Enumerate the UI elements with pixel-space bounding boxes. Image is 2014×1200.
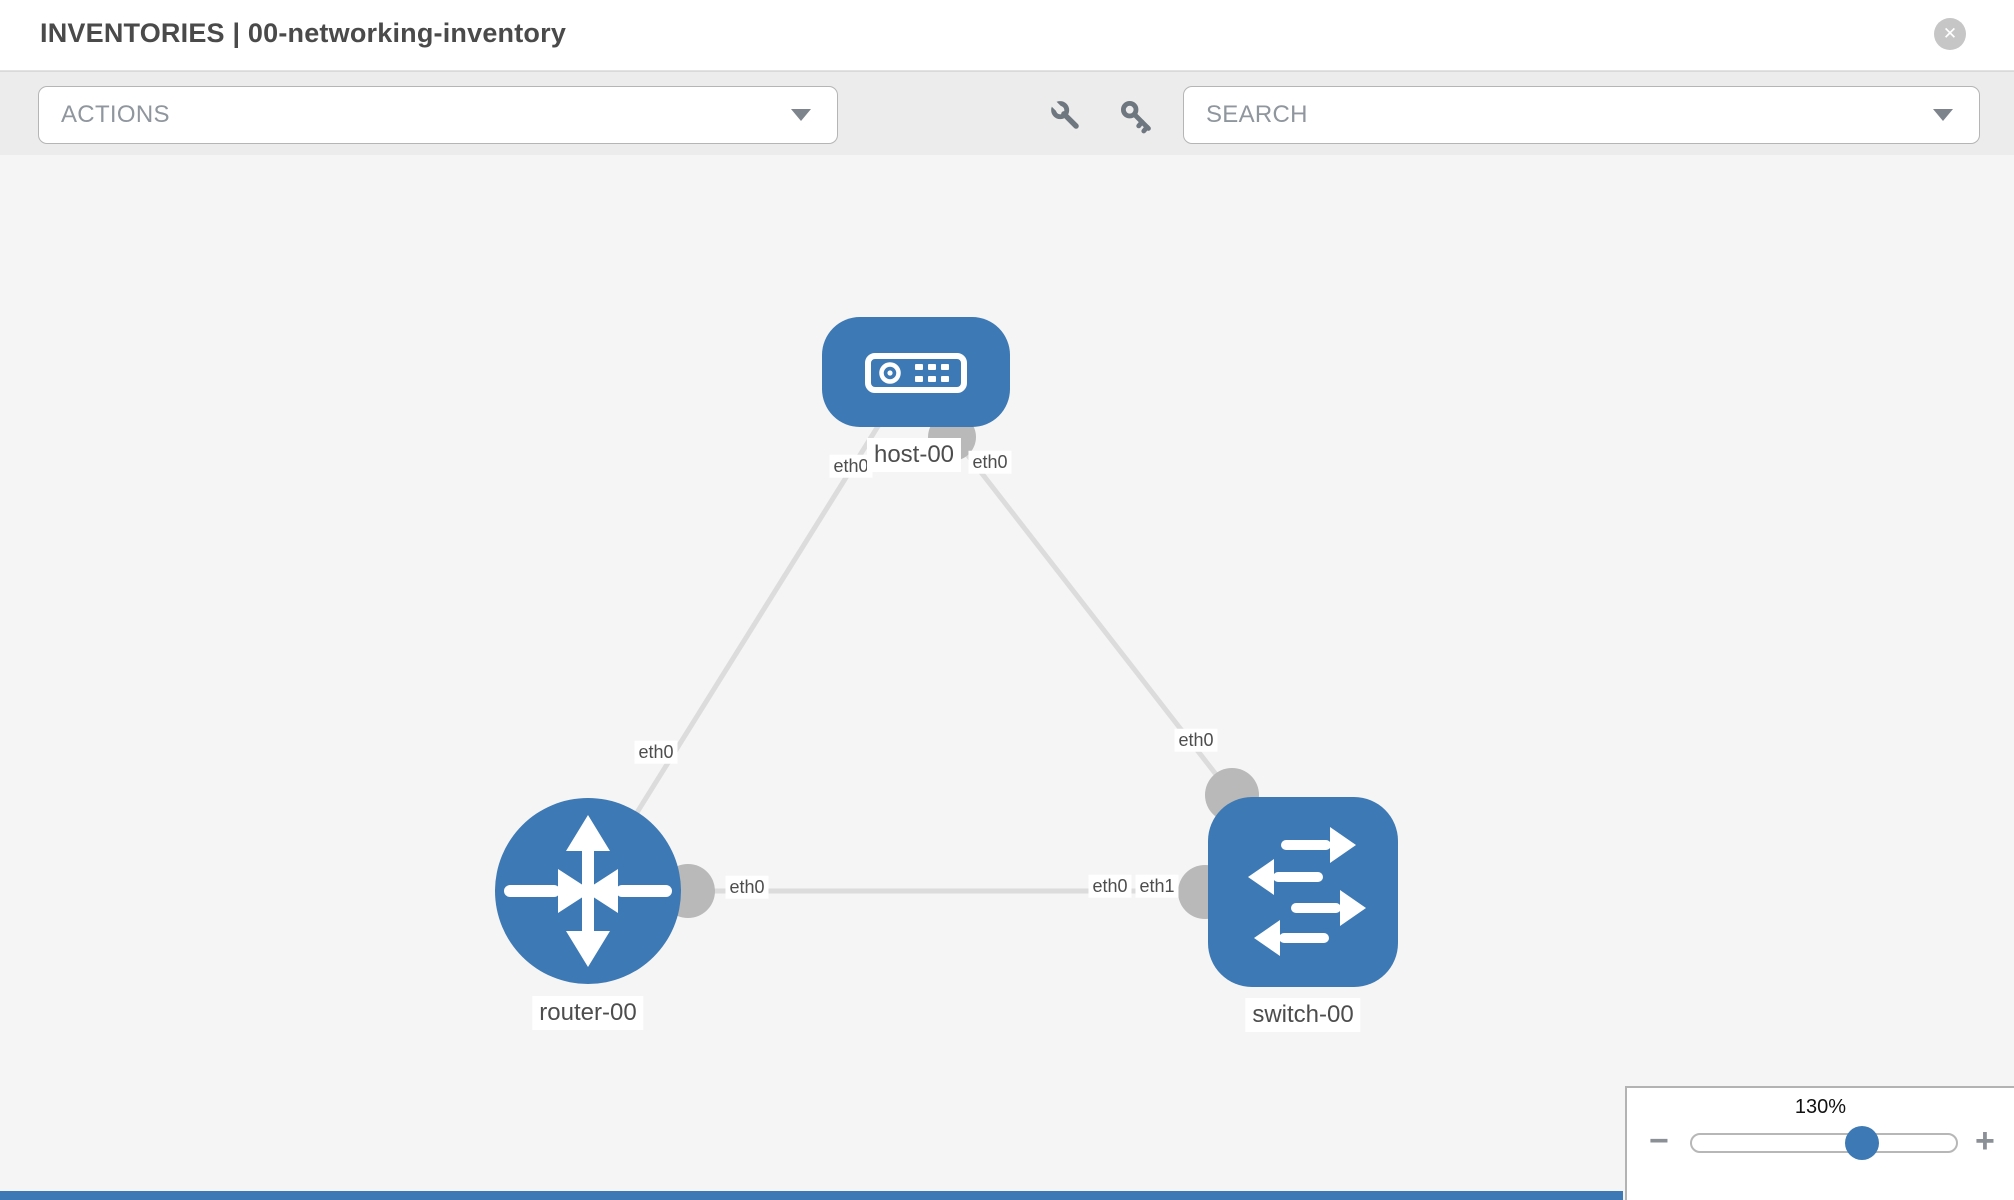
page-title: INVENTORIES | 00-networking-inventory [40, 18, 567, 48]
key-legend-button[interactable] [1118, 98, 1154, 134]
node-label-host: host-00 [866, 438, 962, 472]
node-label-switch: switch-00 [1245, 998, 1361, 1032]
topology-canvas[interactable]: eth0 host-00 eth0 eth0 eth0 eth0 eth0 et… [0, 155, 2014, 1200]
zoom-widget: 130% − + [1625, 1086, 2014, 1200]
close-icon: ✕ [1942, 24, 1958, 43]
search-dropdown-label: SEARCH [1206, 101, 1308, 128]
interface-label: eth0 [829, 454, 873, 478]
node-router[interactable] [495, 798, 681, 984]
interface-label: eth0 [725, 875, 769, 899]
breadcrumb-header: INVENTORIES | 00-networking-inventory ✕ [0, 0, 2014, 71]
node-label-router: router-00 [532, 996, 644, 1030]
key-icon [1121, 101, 1151, 134]
interface-label: eth0 [634, 740, 678, 764]
search-dropdown[interactable]: SEARCH [1183, 86, 1980, 144]
links-layer [585, 421, 1250, 894]
interfaces-layer [661, 413, 1259, 919]
switch-icon [1248, 827, 1366, 956]
chevron-down-icon [1933, 109, 1953, 121]
actions-dropdown-label: ACTIONS [61, 101, 170, 128]
toolbar: ACTIONS SEARCH [0, 71, 2014, 156]
actions-dropdown[interactable]: ACTIONS [38, 86, 838, 144]
interface-label: eth0 [1088, 874, 1132, 898]
host-icon [865, 353, 967, 393]
configure-button[interactable] [1048, 98, 1084, 134]
interface-label: eth0 [968, 450, 1012, 474]
zoom-level-value: 130% [1794, 1096, 1847, 1118]
router-icon [504, 815, 672, 967]
zoom-slider-track[interactable] [1690, 1133, 1958, 1153]
interface-label: eth1 [1135, 874, 1179, 898]
zoom-slider-thumb[interactable] [1845, 1126, 1879, 1160]
interface-label: eth0 [1174, 728, 1218, 752]
node-host[interactable] [822, 317, 1010, 427]
chevron-down-icon [791, 109, 811, 121]
wrench-icon [1050, 100, 1079, 129]
close-button[interactable]: ✕ [1934, 18, 1966, 50]
bottom-accent-strip [0, 1191, 1623, 1200]
zoom-in-button[interactable]: + [1975, 1122, 1995, 1160]
node-switch[interactable] [1208, 797, 1398, 987]
zoom-out-button[interactable]: − [1649, 1122, 1669, 1160]
